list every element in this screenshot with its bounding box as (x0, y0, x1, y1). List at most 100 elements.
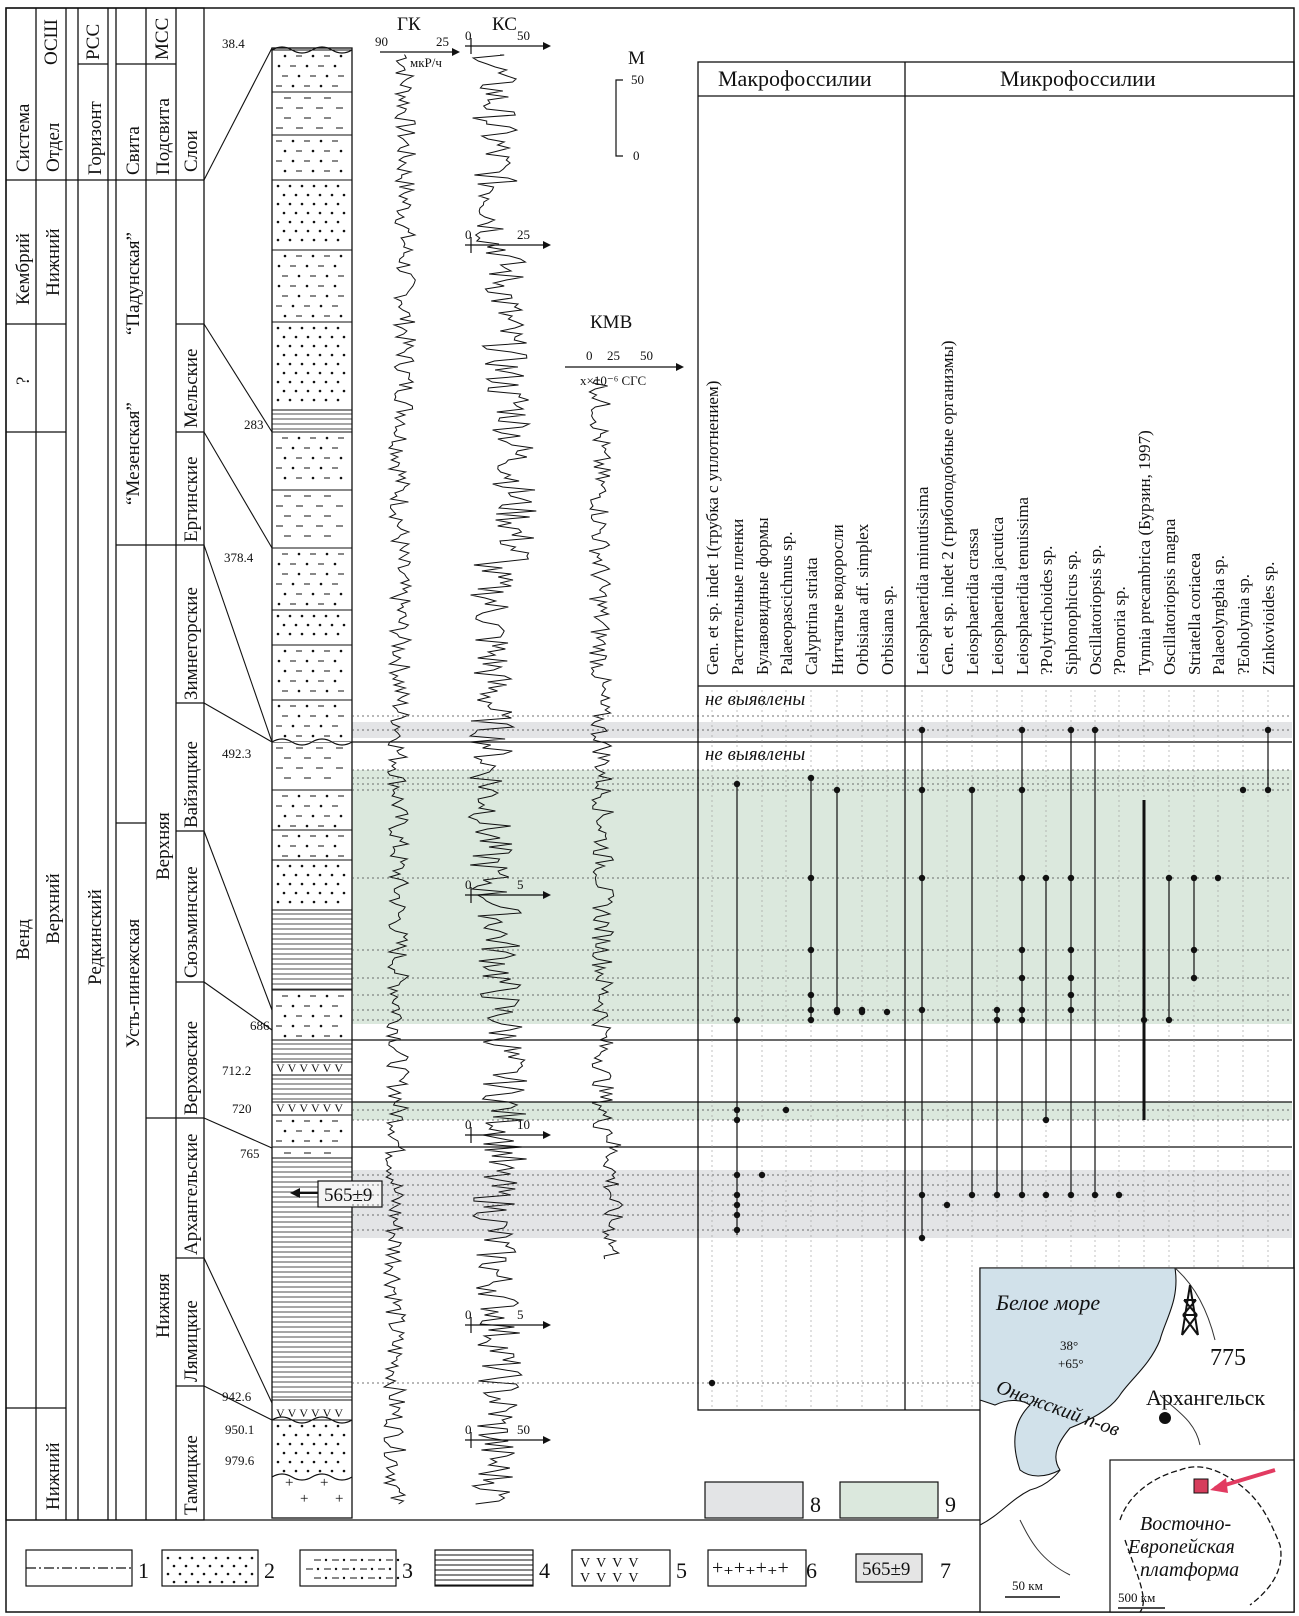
occurrence-dot (807, 1016, 815, 1024)
occurrence-dot (807, 874, 815, 882)
micro-taxon-label: Palaeolyngbia sp. (1209, 555, 1228, 675)
occurrence-dot (833, 786, 841, 794)
occurrence-dot (1067, 946, 1075, 954)
occurrence-dot (807, 946, 815, 954)
micro-taxon-label: Leiosphaeridia crassa (963, 528, 982, 675)
boundary-lines (352, 741, 1292, 1148)
ks-title: КС (492, 14, 517, 35)
occurrence-dot (993, 1016, 1001, 1024)
svg-text:VVVVVV: VVVVVV (276, 1406, 346, 1420)
layer-tamits: Тамицкие (181, 1435, 202, 1515)
macro-taxon-label: Gen. et sp. indet 1(трубка с уплотнением… (703, 381, 722, 675)
coord-lon: 38° (1060, 1338, 1078, 1353)
ks-scale-max: 25 (517, 227, 530, 242)
formation-mezen: “Мезенская” (123, 402, 144, 505)
system-vendian: Венд (13, 919, 34, 960)
legend-2: 2 (264, 1558, 275, 1583)
legend-5: 5 (676, 1558, 687, 1583)
sea-label: Белое море (995, 1290, 1100, 1315)
micro-taxon-label: Siphonophicus sp. (1062, 550, 1081, 675)
occurrence-dot (918, 874, 926, 882)
micro-taxon-label: Oscillatoriopsis magna (1160, 518, 1179, 675)
svg-text:VVVVVV: VVVVVV (276, 1061, 346, 1075)
depth-720: 720 (232, 1101, 252, 1116)
horizon-redkino: Редкинский (85, 889, 106, 985)
green-band-main (352, 770, 1292, 1024)
occurrence-dot (918, 786, 926, 794)
micro-taxon-label: Striatella coriacea (1185, 552, 1204, 675)
kmv-curve (588, 379, 624, 1260)
micro-taxon-label: Leiosphaeridia minutissima (913, 486, 932, 675)
gk-title: ГК (397, 14, 421, 35)
occurrence-dot (1067, 974, 1075, 982)
depth-950: 950.1 (225, 1422, 254, 1437)
series-lower-cambrian: Нижний (43, 228, 64, 296)
occurrence-dot (807, 1006, 815, 1014)
occurrence-dot (733, 1226, 741, 1234)
inset-label-2: Европейская (1127, 1536, 1235, 1558)
macro-taxon-label: Растительные пленки (728, 519, 747, 675)
micro-taxon-label: Tynnia precambrica (Бурзин, 1997) (1135, 430, 1154, 675)
ks-scale-min: 0 (465, 1422, 472, 1437)
log-headers: ГК 90 25 мкР/ч КС КМВ 0 25 50 x×10⁻⁶ СГС… (375, 14, 684, 388)
occurrence-dot (1264, 726, 1272, 734)
macro-header: Макрофоссилии (718, 66, 872, 91)
occurrence-dot (1190, 946, 1198, 954)
occurrence-dot (1239, 786, 1247, 794)
macro-taxon-label: Нитчатые водоросли (828, 524, 847, 675)
depth-labels: 38.4 283 378.4 492.3 686 712.2 720 765 9… (222, 36, 270, 1468)
series-lower-vendian: Нижний (43, 1442, 64, 1510)
study-area-marker (1193, 1478, 1209, 1494)
derrick-icon (1181, 1284, 1199, 1336)
layer-vaizits: Вайзицкие (181, 741, 202, 828)
occurrence-dot (1018, 1191, 1026, 1199)
depth-283: 283 (244, 417, 264, 432)
micro-header: Микрофоссилии (1000, 66, 1156, 91)
occurrence-dot (733, 1116, 741, 1124)
svg-text:+: + (335, 1491, 343, 1507)
occurrence-dot (1042, 874, 1050, 882)
micro-taxon-label: ?Pomoria sp. (1110, 586, 1129, 675)
gk-tick-90: 90 (375, 34, 388, 49)
not-found-1: не выявлены (705, 689, 805, 710)
header-subformation: Подсвита (153, 98, 174, 175)
header-osh: ОСШ (41, 19, 62, 65)
subformation-upper: Верхняя (153, 812, 174, 880)
svg-text:+: + (320, 1475, 328, 1491)
macro-taxon-label: Palaeopascichnus sp. (777, 531, 796, 675)
occurrence-dot (1165, 874, 1173, 882)
occurrence-dot (918, 1191, 926, 1199)
occurrence-dot (733, 1106, 741, 1114)
city-label: Архангельск (1146, 1385, 1265, 1410)
occurrence-dot (1115, 1191, 1123, 1199)
occurrence-dot (782, 1106, 790, 1114)
svg-text:VVVVVV: VVVVVV (276, 1101, 346, 1115)
layer-arkhangelsk: Архангельские (181, 1134, 202, 1255)
header-mss: МСС (152, 18, 173, 60)
depth-979: 979.6 (225, 1453, 255, 1468)
depth-686: 686 (250, 1018, 270, 1033)
depth-942: 942.6 (222, 1389, 252, 1404)
depth-765: 765 (240, 1146, 260, 1161)
not-found-2: не выявлены (705, 744, 805, 765)
legend-6: 6 (806, 1558, 817, 1583)
inset-scale: 500 км (1118, 1590, 1155, 1605)
occurrence-dot (1091, 1191, 1099, 1199)
occurrence-dot (733, 1201, 741, 1209)
micro-taxon-label: Oscillatoriopsis sp. (1086, 545, 1105, 675)
band-legend: 8 9 (704, 1481, 956, 1519)
ks-scale-min: 0 (465, 1307, 472, 1322)
age-label: 565±9 (324, 1185, 372, 1206)
header-horizon: Горизонт (85, 100, 106, 175)
ks-scale-min: 0 (465, 227, 472, 242)
occurrence-dot (1190, 874, 1198, 882)
ks-scale-min: 0 (465, 877, 472, 892)
occurrence-dot (1067, 1191, 1075, 1199)
sample-levels (352, 715, 1292, 1384)
layer-syuzmin: Сюзьминские (181, 866, 202, 978)
macro-taxon-label: Orbisiana aff. simplex (853, 523, 872, 675)
micro-taxon-label: ?Polytrichoides sp. (1037, 546, 1056, 675)
white-sea (979, 1267, 1177, 1477)
